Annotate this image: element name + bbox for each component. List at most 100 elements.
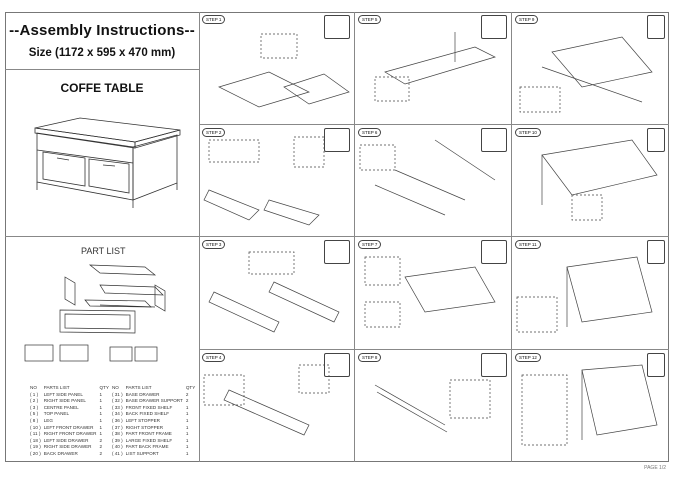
- col-parts: PARTS LIST: [125, 385, 152, 390]
- part-no: ( 20 ): [30, 450, 41, 456]
- part-qty: 1: [185, 424, 189, 430]
- col-qty: QTY: [99, 385, 109, 390]
- hardware-icon: [481, 353, 507, 377]
- part-no: ( 31 ): [111, 391, 123, 397]
- hardware-icon: [324, 15, 350, 39]
- part-name: RIGHT STOPPER: [125, 424, 164, 430]
- part-no: ( 11 ): [30, 431, 41, 437]
- parts-list-table: NO PARTS LIST QTY NO PARTS LIST QTY ( 1 …: [30, 385, 198, 458]
- part-no: ( 33 ): [111, 404, 123, 410]
- part-qty: 2: [185, 391, 189, 397]
- part-no: ( 19 ): [30, 444, 41, 450]
- part-name: PART FRONT FRAME: [125, 431, 172, 437]
- part-no: ( 37 ): [111, 424, 123, 430]
- product-name: COFFE TABLE: [60, 81, 144, 95]
- part-qty: 2: [185, 398, 189, 404]
- step-panel: STEP 9: [512, 12, 669, 125]
- step-label: STEP 9: [515, 15, 539, 24]
- part-name: RIGHT SIDE DRAWER: [43, 444, 92, 450]
- part-qty: 1: [185, 450, 189, 456]
- step-panel: STEP 8: [355, 350, 512, 462]
- part-qty: 1: [185, 404, 189, 410]
- tool-icon: [647, 128, 665, 152]
- part-no: ( 10 ): [30, 424, 41, 430]
- part-qty: 1: [99, 417, 103, 423]
- step-label: STEP 3: [202, 240, 226, 249]
- step-panel: STEP 2: [199, 125, 355, 237]
- assembly-diagram: [521, 364, 658, 446]
- part-qty: 1: [99, 391, 103, 397]
- part-name: LIST SUPPORT: [125, 450, 159, 456]
- parts-list-header: NO PARTS LIST QTY NO PARTS LIST QTY: [30, 385, 198, 392]
- part-no: ( 32 ): [111, 398, 123, 404]
- tool-icon: [647, 353, 665, 377]
- step-label: STEP 2: [202, 128, 226, 137]
- part-qty: 2: [99, 437, 103, 443]
- step-label: STEP 11: [515, 240, 541, 249]
- step-label: STEP 8: [358, 353, 382, 362]
- step-panel: STEP 11: [512, 237, 669, 350]
- part-qty: 1: [185, 444, 189, 450]
- part-name: TOP PANEL: [43, 411, 70, 417]
- step-panel: STEP 10: [512, 125, 669, 237]
- part-qty: 1: [99, 424, 103, 430]
- step-label: STEP 12: [515, 353, 541, 362]
- hardware-icon: [481, 15, 507, 39]
- part-name: BACK DRAWER: [43, 450, 78, 456]
- part-no: ( 41 ): [111, 450, 123, 456]
- part-no: ( 1 ): [30, 391, 39, 397]
- part-name: RIGHT SIDE PANEL: [43, 398, 86, 404]
- part-qty: 1: [99, 404, 103, 410]
- part-name: FRONT FIXED SHELF: [125, 404, 173, 410]
- part-qty: 1: [99, 431, 103, 437]
- part-no: ( 36 ): [111, 417, 123, 423]
- hardware-icon: [324, 240, 350, 264]
- product-box: COFFE TABLE: [5, 70, 199, 237]
- document-title: --Assembly Instructions--: [9, 22, 195, 39]
- part-no: ( 5 ): [30, 411, 39, 417]
- assembly-diagram: [374, 379, 491, 433]
- part-name: LEFT STOPPER: [125, 417, 160, 423]
- part-name: RIGHT FRONT DRAWER: [43, 431, 97, 437]
- part-qty: 1: [185, 417, 189, 423]
- exploded-view-illustration: [24, 264, 166, 362]
- part-qty: 1: [99, 411, 103, 417]
- part-qty: 1: [185, 411, 189, 417]
- step-label: STEP 7: [358, 240, 382, 249]
- step-label: STEP 1: [202, 15, 226, 24]
- part-no: ( 18 ): [30, 437, 41, 443]
- step-panel: STEP 7: [355, 237, 512, 350]
- tool-icon: [647, 15, 665, 39]
- part-qty: 2: [99, 450, 103, 456]
- assembly-diagram: [203, 136, 325, 226]
- assembly-diagram: [359, 139, 496, 216]
- part-no: ( 3 ): [30, 404, 39, 410]
- table-row: ( 20 )BACK DRAWER 2 ( 41 )LIST SUPPORT 1: [30, 451, 198, 458]
- page-number: PAGE 1/2: [644, 465, 666, 471]
- step-panel: STEP 6: [355, 125, 512, 237]
- step-panel: STEP 12: [512, 350, 669, 462]
- assembly-diagram: [203, 364, 330, 436]
- divider: [199, 12, 200, 462]
- steps-grid: STEP 1 STEP 5 STEP 9 STEP 2 STEP 6 STEP …: [199, 12, 669, 462]
- hardware-icon: [481, 128, 507, 152]
- part-no: ( 34 ): [111, 411, 123, 417]
- step-panel: STEP 4: [199, 350, 355, 462]
- assembly-diagram: [208, 251, 340, 333]
- part-name: CENTRE PANEL: [43, 404, 79, 410]
- size-text: Size (1172 x 595 x 470 mm): [28, 47, 176, 59]
- part-qty: 1: [99, 398, 103, 404]
- part-qty: 1: [185, 431, 189, 437]
- part-no: ( 40 ): [111, 444, 123, 450]
- part-qty: 1: [185, 437, 189, 443]
- coffee-table-illustration: [34, 117, 181, 208]
- part-name: LARGE FIXED SHELF: [125, 437, 173, 443]
- step-label: STEP 4: [202, 353, 226, 362]
- col-parts: PARTS LIST: [43, 385, 70, 390]
- part-no: ( 2 ): [30, 398, 39, 404]
